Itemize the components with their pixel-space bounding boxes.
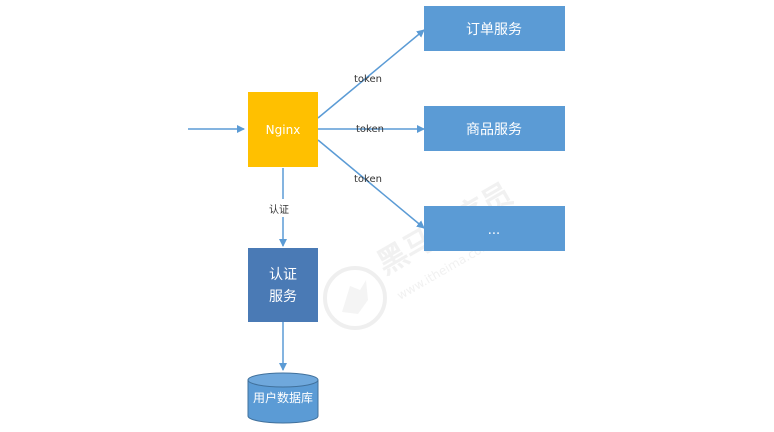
watermark-horse-icon (342, 280, 368, 314)
auth-service-node: 认证 服务 (248, 248, 318, 322)
user-database-label: 用户数据库 (253, 390, 313, 405)
nginx-node: Nginx (248, 92, 318, 167)
order-service-node: 订单服务 (424, 6, 565, 51)
edge-label-token-more: token (354, 174, 382, 185)
order-service-label: 订单服务 (466, 22, 522, 38)
more-services-label: ... (488, 223, 500, 238)
edge-label-token-product: token (356, 124, 384, 135)
more-services-node: ... (424, 206, 565, 251)
edge-label-auth: 认证 (269, 203, 289, 216)
nginx-label: Nginx (266, 123, 301, 137)
edge-label-auth-bg (266, 199, 302, 217)
edge-nginx-to-order (317, 29, 425, 119)
product-service-node: 商品服务 (424, 106, 565, 151)
user-database-node: 用户数据库 (247, 372, 319, 424)
watermark: 黑马程序员 www.itheima.com (323, 177, 519, 330)
product-service-label: 商品服务 (466, 122, 522, 138)
edge-nginx-to-more (317, 139, 425, 229)
auth-service-label-line1: 认证 (269, 267, 297, 283)
watermark-logo-icon (323, 266, 387, 330)
edge-label-token-order: token (354, 74, 382, 85)
auth-service-label-line2: 服务 (269, 289, 297, 305)
